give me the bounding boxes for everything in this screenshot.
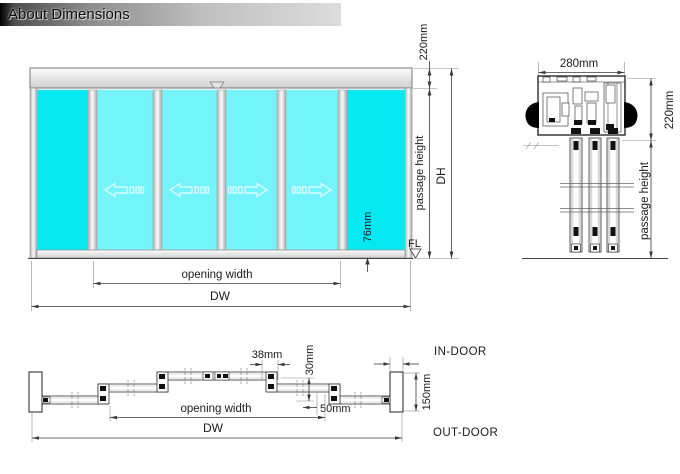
side-header-height-label: 220mm — [664, 91, 676, 129]
front-elevation-view: 76mm 220mm passage height DH FL — [28, 24, 459, 311]
arrow-left-icon — [168, 182, 193, 198]
motion-sensor-icon — [209, 81, 225, 89]
page-title: About Dimensions — [8, 6, 130, 23]
left-jamb — [29, 87, 38, 259]
right-wall-post — [389, 371, 404, 413]
sliding-panel-2 — [161, 89, 218, 251]
slide-direction-arrows — [103, 182, 333, 198]
front-width-dimensions: opening width DW — [31, 261, 411, 311]
front-opening-width-label: opening width — [182, 269, 253, 281]
right-cover-icon — [624, 102, 638, 128]
header-mechanism — [542, 76, 622, 134]
outdoor-label: OUT-DOOR — [433, 427, 498, 439]
panel-thickness-label: 38mm — [252, 349, 283, 361]
side-header-width-label: 280mm — [560, 58, 598, 70]
sliding-panel-1 — [96, 89, 154, 251]
side-section-view: 280mm 220mm passage height — [522, 58, 676, 259]
plan-dimensions: 38mm 30mm 50mm 150mm — [31, 345, 433, 442]
front-door-width-label: DW — [210, 289, 231, 303]
fixed-panel-left — [36, 89, 89, 251]
plan-panels — [41, 368, 391, 409]
side-dimensions: 280mm 220mm passage height — [538, 58, 676, 259]
bottom-rail-dim-label: 76mm — [362, 212, 374, 243]
sliding-panel-3 — [225, 89, 278, 251]
side-passage-height-label: passage height — [639, 161, 651, 240]
floor-level-label: FL — [408, 238, 421, 250]
right-jamb — [404, 87, 413, 259]
plan-view: 38mm 30mm 50mm 150mm — [28, 345, 498, 442]
bottom-rail — [36, 249, 406, 259]
plan-opening-width-label: opening width — [181, 403, 252, 415]
floor-level-icon — [409, 248, 422, 259]
arrow-right-icon — [244, 182, 269, 198]
title-bar: About Dimensions — [0, 3, 341, 26]
front-header-height-label: 220mm — [418, 24, 430, 61]
arrow-right-icon — [308, 182, 333, 198]
front-height-dimensions: 220mm passage height DH FL — [408, 24, 459, 259]
left-cover-icon — [525, 102, 539, 128]
fixed-panel-right — [346, 89, 406, 251]
panel-profiles — [560, 137, 634, 253]
front-passage-height-label: passage height — [414, 136, 426, 211]
overlap-label: 50mm — [320, 403, 351, 415]
post-depth-label: 150mm — [421, 374, 433, 411]
indoor-label: IN-DOOR — [434, 346, 487, 358]
door-height-label: DH — [434, 167, 448, 184]
door-header — [29, 67, 413, 89]
plan-door-width-label: DW — [203, 421, 224, 435]
track-offset-label: 30mm — [304, 345, 316, 376]
left-wall-post — [28, 371, 43, 413]
arrow-left-icon — [103, 182, 128, 198]
sliding-panel-4 — [285, 89, 339, 251]
